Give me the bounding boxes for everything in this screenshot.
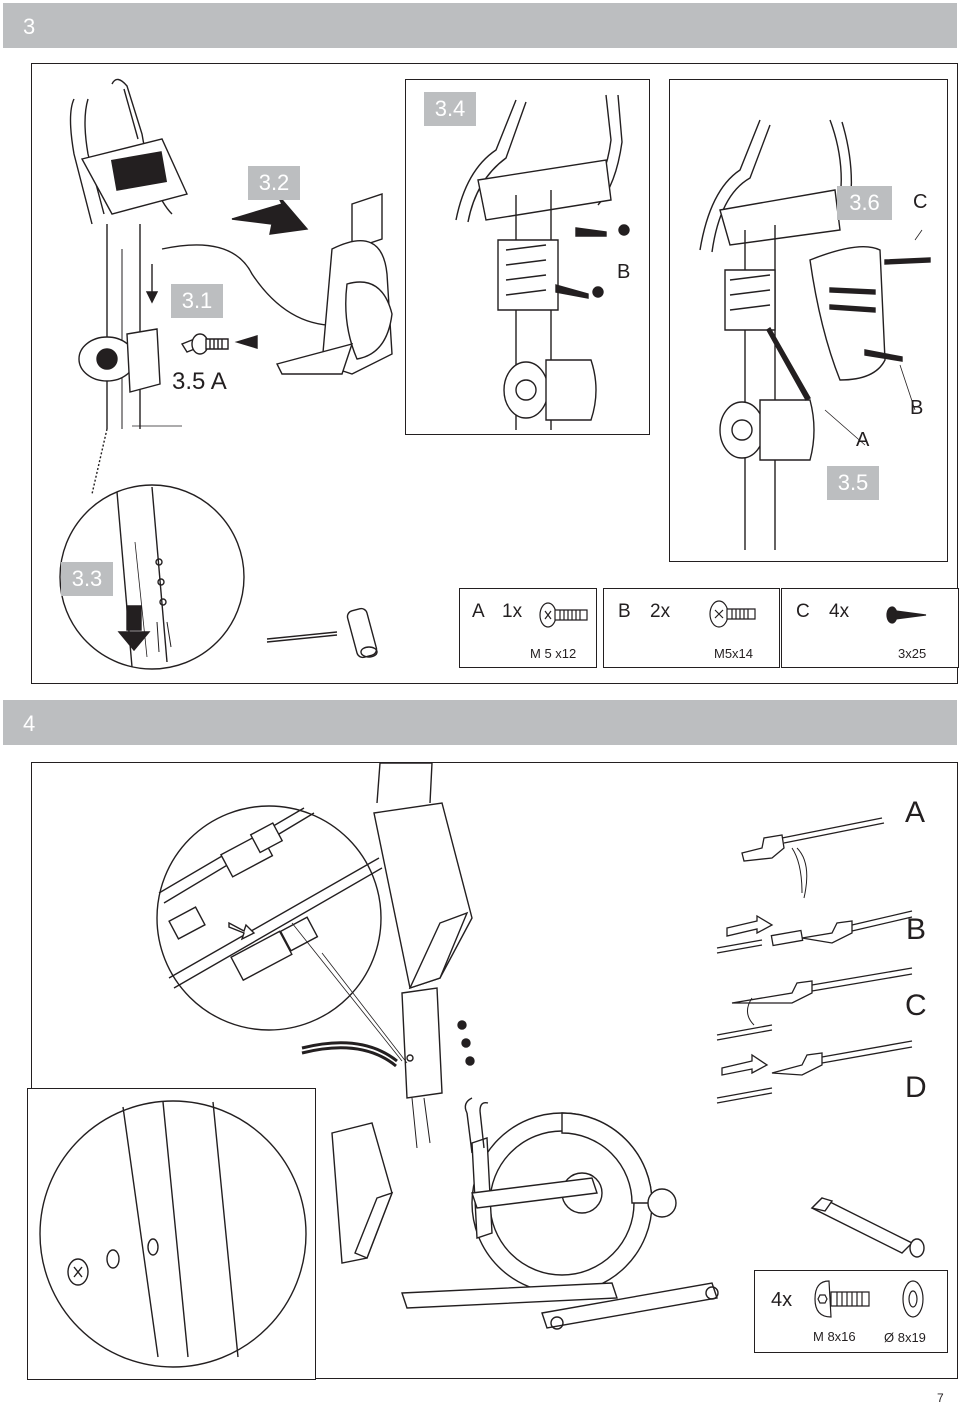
step-3-header: 3 [3, 3, 957, 48]
step-4-b-label: B [906, 913, 927, 946]
step-3-5-a-label: 3.5 A [172, 368, 227, 395]
step-3-6-inset: 3.6 C B A 3.5 [669, 79, 948, 562]
hardware-b-size: M5x14 [714, 646, 754, 661]
hardware-a-box: A 1x M 5 x12 [459, 588, 597, 668]
hardware-c-letter: C [796, 601, 810, 622]
hardware-a-size: M 5 x12 [530, 646, 577, 661]
step-3-number: 3 [23, 14, 36, 39]
hardware-a-letter: A [472, 601, 485, 622]
step-4-washer-size: Ø 8x19 [884, 1330, 926, 1345]
upright-post-drawing [262, 763, 582, 1103]
hardware-b-letter: B [618, 601, 631, 622]
step-4-hardware-qty: 4x [771, 1289, 793, 1311]
step-3-2-tag: 3.2 [248, 166, 300, 200]
step-4-d-label: D [905, 1071, 927, 1104]
step-3-4-tag: 3.4 [424, 92, 476, 126]
screw-b-icon [709, 599, 759, 629]
console-cover-drawing [670, 80, 947, 561]
step-3-4-inset: 3.4 B [405, 79, 650, 435]
hardware-c-box: C 4x 3x25 [781, 588, 959, 668]
step-4-a-label: A [905, 796, 926, 829]
step-3-6-b-label: B [910, 397, 924, 419]
step-4-header: 4 [3, 700, 957, 745]
bike-frame-drawing [332, 1083, 772, 1373]
cable-steps-drawing [712, 803, 922, 1133]
hardware-b-box: B 2x M5x14 [603, 588, 780, 668]
page-number: 7 [937, 1391, 944, 1405]
bolt-icon [813, 1279, 873, 1319]
step-3-6-a-label: A [856, 429, 870, 451]
step-4-hardware-box: 4x M 8x16 Ø 8x19 [754, 1270, 948, 1353]
step-4-panel: A B C D 4x M 8x16 Ø 8x19 [27, 762, 958, 1380]
step-4-number: 4 [23, 711, 36, 736]
cable-detail-circle [47, 482, 257, 677]
step-4-c-label: C [905, 989, 927, 1022]
hardware-c-size: 3x25 [898, 646, 927, 661]
bolt-detail-circle [38, 1097, 308, 1372]
step-3-1-tag: 3.1 [171, 284, 223, 318]
cover-part-drawing [327, 1118, 402, 1268]
step-3-4-b-label: B [617, 261, 631, 283]
hex-key-icon [807, 1193, 927, 1263]
console-mast-drawing [52, 74, 432, 494]
hardware-b-qty: 2x [650, 601, 671, 622]
step-3-5-tag: 3.5 [827, 466, 879, 500]
step-3-3-tag: 3.3 [61, 562, 113, 596]
bolt-detail-frame [27, 1088, 316, 1380]
washer-icon [898, 1277, 928, 1321]
step-3-panel: 3.2 3.1 3.5 A 3.3 3.4 B [31, 63, 959, 684]
console-mount-drawing [406, 80, 649, 434]
hardware-a-qty: 1x [502, 601, 523, 622]
step-3-6-c-label: C [913, 191, 928, 213]
hardware-c-qty: 4x [829, 601, 850, 622]
wrench-tool-icon [267, 604, 397, 664]
screw-a-icon [540, 601, 590, 629]
connector-detail-circle [154, 803, 384, 1033]
screw-c-icon [886, 605, 930, 625]
step-3-6-tag: 3.6 [837, 186, 892, 220]
step-4-bolt-size: M 8x16 [813, 1329, 856, 1344]
